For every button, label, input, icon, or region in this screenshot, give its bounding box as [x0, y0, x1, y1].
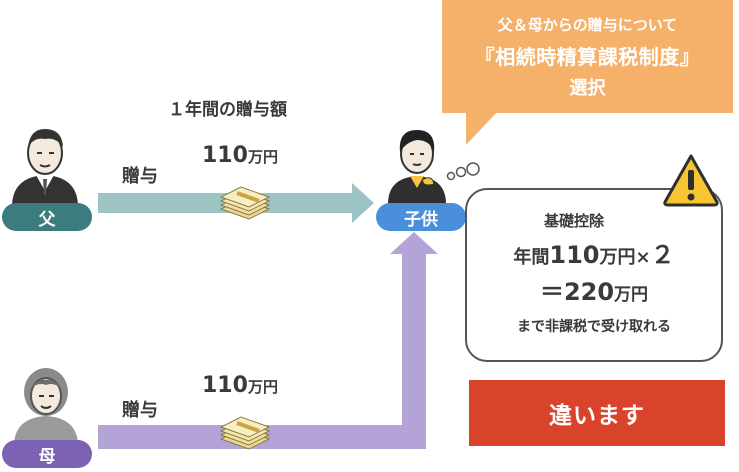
money-stack-icon: [219, 186, 271, 220]
child-label-pill: 子供: [376, 203, 466, 231]
mother-amount-number: 110: [202, 373, 248, 398]
mother-to-child-arrow: [98, 232, 438, 449]
deduction-bubble: 基礎控除 年間110万円×２ ＝220万円 まで非課税で受け取れる: [465, 188, 723, 362]
father-gift-label: 贈与: [122, 166, 158, 187]
bubble-line4: まで非課税で受け取れる: [517, 319, 671, 335]
bubble-line1: 基礎控除: [543, 212, 604, 230]
banner-tail: [466, 111, 498, 145]
annual-gift-heading: １年間の贈与額: [168, 100, 287, 120]
mother-amount: 110万円: [202, 373, 278, 398]
bubble-line2: 年間110万円×２: [513, 241, 675, 269]
banner-line3: 選択: [569, 78, 606, 99]
mother-avatar-icon: [14, 368, 78, 446]
father-label-pill: 父: [2, 203, 92, 231]
mother-gift-label: 贈与: [122, 400, 158, 421]
verdict-label: 違います: [549, 403, 645, 429]
bubble-line3: ＝220万円: [539, 278, 649, 306]
thought-dots-icon: [446, 162, 480, 181]
mother-amount-unit: 万円: [247, 378, 278, 396]
verdict-box: 違います: [469, 380, 725, 446]
father-amount: 110万円: [202, 143, 278, 168]
banner-line2: 『相続時精算課税制度』: [474, 45, 701, 69]
child-label: 子供: [404, 209, 438, 230]
banner-line1: 父＆母からの贈与について: [497, 16, 678, 34]
father-avatar-icon: [12, 129, 78, 207]
father-label: 父: [38, 209, 56, 230]
father-amount-unit: 万円: [247, 148, 278, 166]
method-banner: 父＆母からの贈与について 『相続時精算課税制度』 選択: [442, 0, 733, 113]
mother-label: 母: [38, 446, 56, 467]
mother-label-pill: 母: [2, 440, 92, 468]
child-avatar-icon: [388, 130, 446, 204]
warning-icon: [663, 154, 719, 207]
money-stack-icon: [219, 416, 271, 450]
father-amount-number: 110: [202, 143, 248, 168]
